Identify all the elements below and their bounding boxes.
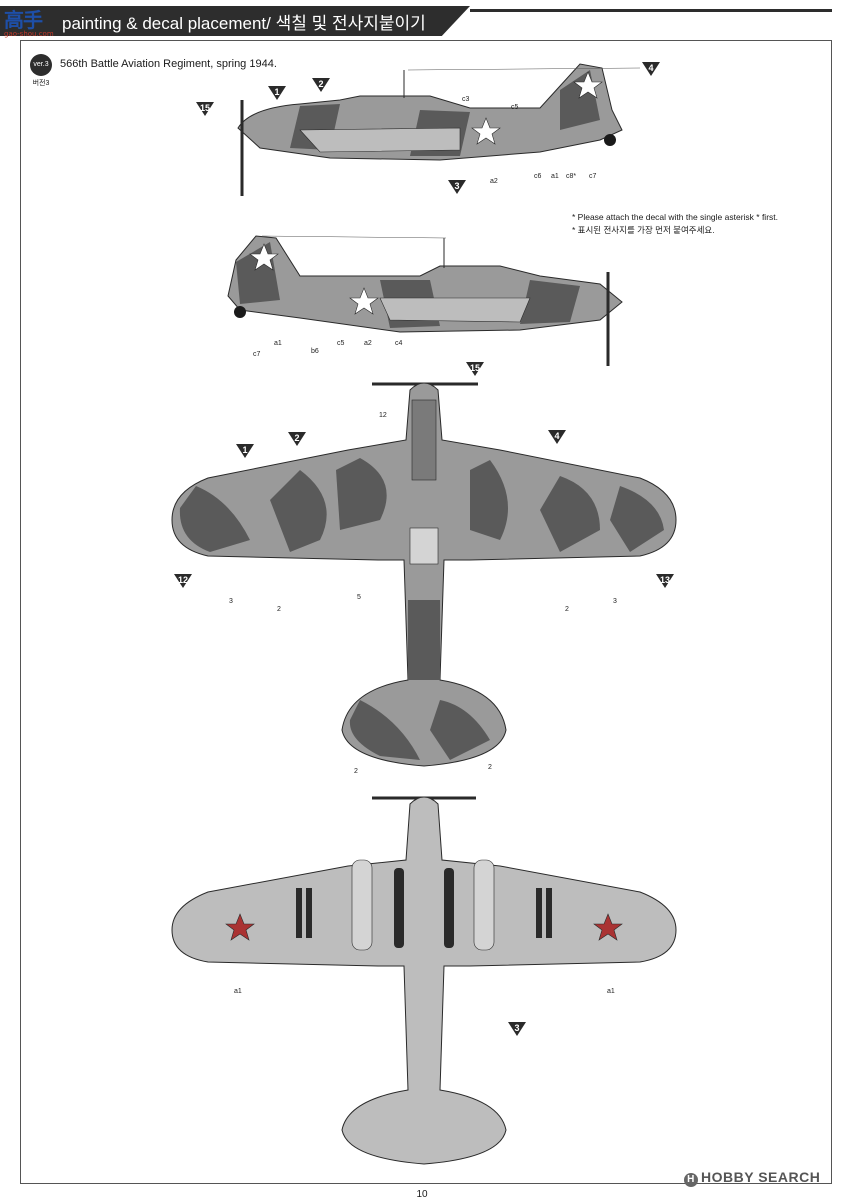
callout-1-side: 1 xyxy=(268,86,286,100)
decal-label: 12 xyxy=(379,412,387,419)
decal-label: c5 xyxy=(511,104,519,111)
logo-sub-text: gao-shou.com xyxy=(4,30,54,38)
scheme-title: 566th Battle Aviation Regiment, spring 1… xyxy=(60,58,277,70)
site-logo: 高手 gao-shou.com xyxy=(4,4,64,38)
callout-label: 4 xyxy=(554,431,559,441)
callout-2-top: 2 xyxy=(288,432,306,446)
decal-label: 3 xyxy=(229,598,233,605)
decal-label: 3 xyxy=(613,598,617,605)
callout-label: 13 xyxy=(660,575,670,585)
page-frame xyxy=(20,40,832,1184)
watermark-text: HOBBY SEARCH xyxy=(701,1169,821,1185)
decal-label: b6 xyxy=(311,348,319,355)
callout-1-top: 1 xyxy=(236,444,254,458)
callout-label: 15 xyxy=(200,103,210,113)
watermark-icon: H xyxy=(684,1173,698,1187)
page-title: painting & decal placement/ 색칠 및 전사지붙이기 xyxy=(62,14,426,33)
header-bar xyxy=(0,6,470,36)
decal-label: c5 xyxy=(337,340,345,347)
callout-label: 2 xyxy=(294,433,299,443)
callout-label: 12 xyxy=(178,575,188,585)
decal-label: 2 xyxy=(565,606,569,613)
decal-label: c7 xyxy=(253,351,261,358)
callout-label: 2 xyxy=(318,79,323,89)
callout-4-side: 4 xyxy=(642,62,660,76)
decal-label: a1 xyxy=(234,988,242,995)
side-view-right xyxy=(227,235,623,366)
note-korean: * 표시된 전사지를 가장 먼저 붙여주세요. xyxy=(572,225,715,235)
callout-3-bottom: 3 xyxy=(508,1022,526,1036)
decal-label: 2 xyxy=(488,764,492,771)
version-badge: ver.3 xyxy=(30,54,52,76)
decal-label: 5 xyxy=(357,594,361,601)
logo-main-text: 高手 xyxy=(4,8,43,32)
callout-12-top: 12 xyxy=(174,574,192,588)
decal-label: c7 xyxy=(589,173,597,180)
decal-label: c3 xyxy=(462,96,470,103)
callout-2-side: 2 xyxy=(312,78,330,92)
decal-label: a2 xyxy=(490,178,498,185)
decal-label: a1 xyxy=(274,340,282,347)
top-view xyxy=(171,382,677,767)
callout-label: 3 xyxy=(454,181,459,191)
callout-4-top: 4 xyxy=(548,430,566,444)
header-rule xyxy=(470,9,832,12)
callout-label: 15 xyxy=(470,363,480,373)
callout-label: 1 xyxy=(242,445,247,455)
decal-label: c4 xyxy=(395,340,403,347)
decal-label: c6 xyxy=(534,173,542,180)
bottom-view xyxy=(171,796,677,1165)
decal-label: c8* xyxy=(566,173,576,180)
callout-15-top: 15 xyxy=(466,362,484,376)
note-english: * Please attach the decal with the singl… xyxy=(572,212,778,222)
version-sub: 버전3 xyxy=(32,80,50,87)
decal-label: a2 xyxy=(364,340,372,347)
callout-label: 3 xyxy=(514,1023,519,1033)
callout-15-side: 15 xyxy=(196,102,214,116)
page-number: 10 xyxy=(416,1189,428,1200)
decal-label: 2 xyxy=(277,606,281,613)
callout-label: 4 xyxy=(648,63,653,73)
callout-13-top: 13 xyxy=(656,574,674,588)
side-view-left xyxy=(237,63,641,196)
callout-label: 1 xyxy=(274,87,279,97)
decal-label: a1 xyxy=(607,988,615,995)
callout-3-side: 3 xyxy=(448,180,466,194)
decal-label: 2 xyxy=(354,768,358,775)
decal-label: a1 xyxy=(551,173,559,180)
